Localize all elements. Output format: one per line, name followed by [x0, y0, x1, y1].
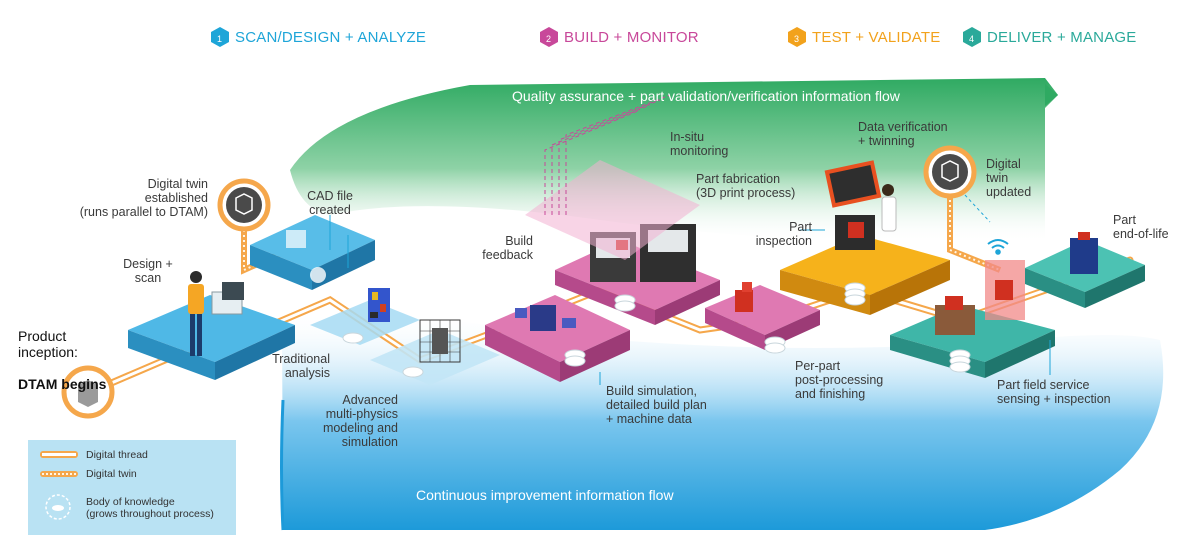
knowledge-stacks: [342, 282, 971, 378]
svg-text:1: 1: [217, 34, 222, 44]
phase-4-label: DELIVER + MANAGE: [987, 28, 1137, 46]
build-feedback-label: Build feedback: [482, 234, 533, 262]
product-inception-text: Product inception:: [18, 328, 78, 360]
digital-twin-established-icon: [217, 178, 271, 232]
traditional-analysis-label: Traditional analysis: [272, 352, 330, 380]
design-scan-platform: [128, 271, 295, 380]
quality-flow-band: [290, 78, 1058, 243]
legend-body-of-knowledge: Body of knowledge (grows throughout proc…: [86, 496, 214, 520]
dtam-begins-text: DTAM begins: [18, 376, 107, 392]
phase-1: 1 SCAN/DESIGN + ANALYZE: [211, 26, 426, 48]
legend-swatches: [40, 451, 78, 520]
svg-text:3: 3: [794, 34, 799, 44]
phase-1-cube-icon: 1: [211, 27, 229, 47]
digital-twin-updated-icon: [923, 145, 977, 199]
in-situ-label: In-situ monitoring: [670, 130, 729, 158]
phase-1-label: SCAN/DESIGN + ANALYZE: [235, 28, 427, 46]
part-field-service-label: Part field service sensing + inspection: [997, 378, 1111, 406]
legend-digital-twin: Digital twin: [86, 468, 137, 480]
svg-text:2: 2: [546, 34, 551, 44]
digital-twin-established-label: Digital twin established (runs parallel …: [79, 177, 208, 219]
digital-twin-updated-label: Digital twin updated: [986, 157, 1032, 199]
build-simulation-label: Build simulation, detailed build plan + …: [606, 384, 707, 426]
advanced-modeling-label: Advanced multi-physics modeling and simu…: [322, 393, 398, 449]
phase-4: 4 DELIVER + MANAGE: [963, 26, 1137, 48]
legend-digital-thread: Digital thread: [86, 449, 148, 461]
cad-file-label: CAD file created: [307, 189, 353, 217]
part-end-of-life-label: Part end-of-life: [1113, 213, 1169, 241]
in-situ-monitoring: [525, 94, 700, 260]
phase-3: 3 TEST + VALIDATE: [788, 26, 940, 48]
phase-3-cube-icon: 3: [788, 27, 806, 47]
wifi-icon: [987, 239, 1009, 255]
improvement-flow-label: Continuous improvement information flow: [416, 487, 674, 503]
data-verification-label: Data verification + twinning: [858, 120, 948, 148]
product-inception-label: Product inception: DTAM begins: [18, 312, 106, 392]
svg-text:4: 4: [969, 34, 974, 44]
quality-flow-label: Quality assurance + part validation/veri…: [512, 88, 900, 104]
build-simulation-platform: [485, 295, 630, 382]
design-scan-label: Design + scan: [123, 257, 173, 285]
phase-2: 2 BUILD + MONITOR: [540, 26, 699, 48]
part-inspection-label: Part inspection: [755, 220, 812, 248]
phase-4-cube-icon: 4: [963, 27, 981, 47]
advanced-modeling-platform: [370, 319, 500, 385]
phase-3-label: TEST + VALIDATE: [812, 28, 941, 46]
phase-2-label: BUILD + MONITOR: [564, 28, 699, 46]
per-part-label: Per-part post-processing and finishing: [795, 359, 884, 401]
traditional-analysis-platform: [310, 288, 420, 345]
phase-2-cube-icon: 2: [540, 27, 558, 47]
product-inception-icon: [61, 365, 115, 419]
improvement-flow-band: [282, 312, 1164, 530]
cad-platform: [250, 215, 375, 290]
end-of-life-platform: [1025, 232, 1145, 308]
part-fabrication-label: Part fabrication (3D print process): [696, 172, 796, 200]
legend: Digital thread Digital twin Body of know…: [28, 440, 236, 535]
